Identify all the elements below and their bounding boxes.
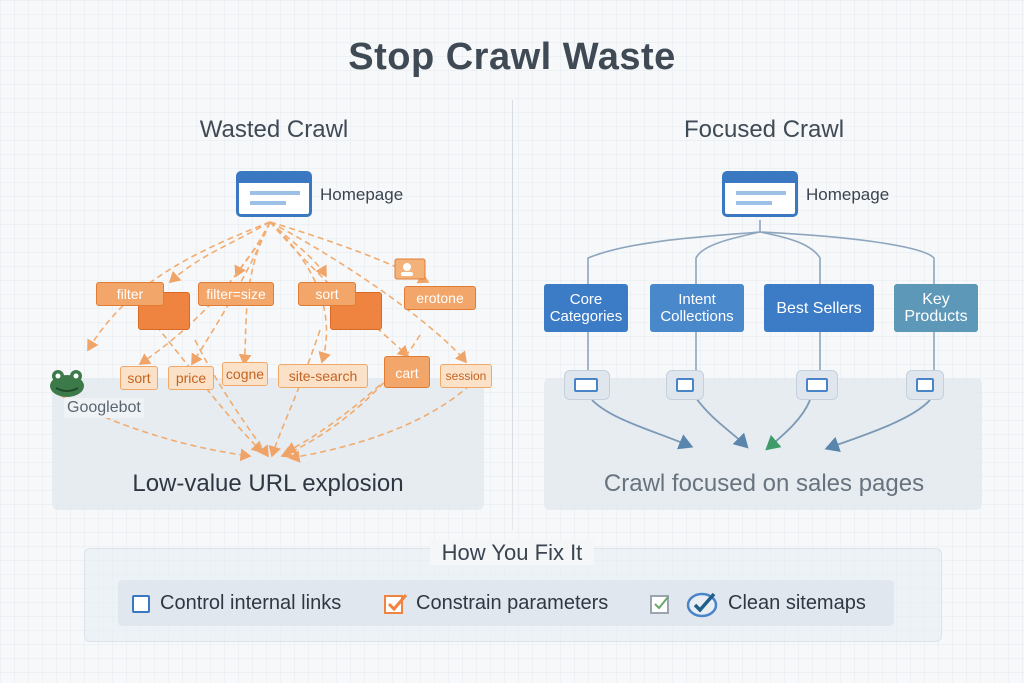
- url-tag-site-search: site-search: [278, 364, 368, 388]
- box-line2: Products: [904, 308, 968, 325]
- fix-heading: How You Fix It: [0, 540, 1024, 566]
- box-line1: Intent: [678, 291, 716, 308]
- box-line1: Core: [569, 291, 603, 308]
- link-checkbox-icon: [132, 595, 150, 613]
- fix-item-parameters: Constrain parameters: [416, 592, 609, 614]
- document-icon: [906, 370, 944, 400]
- url-tag-filter-size: filter=size: [198, 282, 274, 306]
- blue-check-circle-icon: [686, 592, 718, 618]
- wasted-caption: Low-value URL explosion: [132, 470, 404, 497]
- url-tag-cogne: cogne: [222, 362, 268, 386]
- box-line2: Collections: [660, 308, 734, 325]
- person-card-icon: [394, 258, 426, 280]
- focused-tree-lines: [587, 220, 935, 453]
- url-tag-sort: sort: [298, 282, 356, 306]
- url-tag-price: price: [168, 366, 214, 390]
- focused-homepage-window-icon: [722, 171, 798, 217]
- box-line2: Categories: [549, 308, 623, 325]
- googlebot-frog-icon: [50, 370, 84, 397]
- page-title: Stop Crawl Waste: [348, 36, 676, 78]
- box-line1: Key: [922, 291, 950, 308]
- orange-check-icon: [384, 594, 408, 614]
- focused-caption: Crawl focused on sales pages: [603, 470, 925, 497]
- focused-crawl-heading: Focused Crawl: [683, 116, 845, 143]
- url-tag-session: session: [440, 364, 492, 388]
- focused-panel-bg: [544, 378, 982, 510]
- list-document-icon: [796, 370, 838, 400]
- fix-item-links: Control internal links: [160, 592, 342, 614]
- document-icon: [564, 370, 610, 400]
- fix-items-bar: [118, 580, 894, 626]
- center-divider: [512, 100, 513, 530]
- googlebot-label: Googlebot: [64, 398, 144, 418]
- wasted-arrows: [59, 221, 471, 463]
- wasted-homepage-label: Homepage: [320, 185, 404, 204]
- url-tag-cart: cart: [384, 356, 430, 388]
- document-icon: [666, 370, 704, 400]
- url-tag-erotone: erotone: [404, 286, 476, 310]
- fix-item-sitemaps: Clean sitemaps: [728, 592, 866, 614]
- orange-page-box: [138, 292, 190, 330]
- wasted-crawl-heading: Wasted Crawl: [199, 116, 349, 143]
- box-line1: Best Sellers: [776, 299, 862, 317]
- box-best-sellers: Best Sellers: [764, 284, 874, 332]
- focused-homepage-label: Homepage: [806, 185, 890, 204]
- homepage-window-icon: [236, 171, 312, 217]
- url-tag-sort-2: sort: [120, 366, 158, 390]
- gray-check-icon: [650, 595, 669, 614]
- url-tag-filter: filter: [96, 282, 164, 306]
